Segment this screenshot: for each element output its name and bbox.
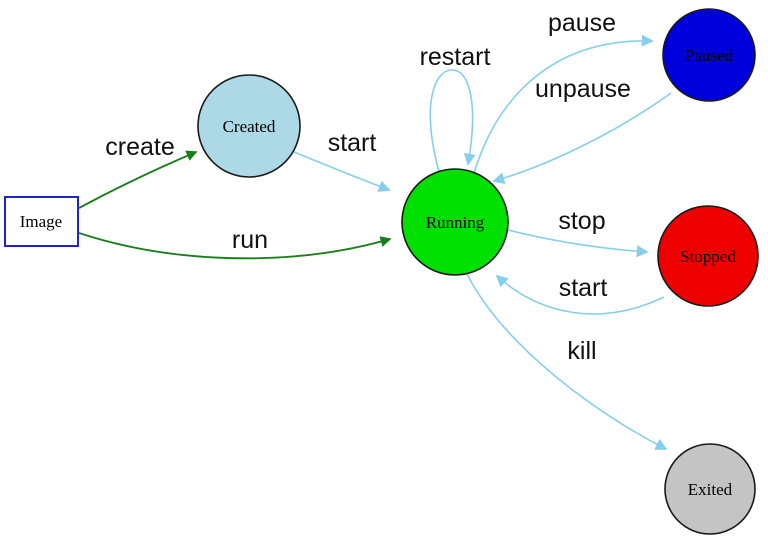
edge-label-start-bottom: start xyxy=(559,274,608,302)
edge-restart-self-loop xyxy=(429,69,476,173)
edge-stop xyxy=(507,229,649,258)
edge-run xyxy=(78,232,392,260)
edge-label-run: run xyxy=(232,226,268,254)
node-running-label: Running xyxy=(426,213,485,232)
edge-label-stop: stop xyxy=(558,207,605,235)
node-stopped: Stopped xyxy=(657,205,759,307)
node-running-shape xyxy=(401,168,509,276)
edge-label-unpause: unpause xyxy=(535,75,631,103)
edge-label-create: create xyxy=(105,133,174,161)
edge-label-start-top: start xyxy=(328,129,377,157)
node-created: Created xyxy=(197,74,301,178)
node-created-shape xyxy=(197,74,301,178)
edge-kill xyxy=(466,273,668,450)
node-exited-shape xyxy=(664,443,756,535)
edge-label-pause: pause xyxy=(548,9,616,37)
node-running: Running xyxy=(401,168,509,276)
edge-create xyxy=(78,150,198,209)
node-stopped-shape xyxy=(657,205,759,307)
node-paused: Paused xyxy=(662,8,756,102)
edge-pause xyxy=(473,34,654,174)
node-image: Image xyxy=(4,196,79,247)
edge-unpause xyxy=(492,92,672,184)
node-created-label: Created xyxy=(223,117,276,136)
node-paused-label: Paused xyxy=(685,46,734,65)
edge-start-stopped-running xyxy=(495,274,665,315)
node-stopped-label: Stopped xyxy=(680,247,736,266)
node-image-label: Image xyxy=(20,212,62,231)
node-exited: Exited xyxy=(664,443,756,535)
edge-label-kill: kill xyxy=(567,337,596,365)
node-exited-label: Exited xyxy=(688,480,733,499)
node-image-shape xyxy=(4,196,79,247)
edge-start-created-running xyxy=(293,151,391,192)
edge-label-restart: restart xyxy=(420,43,491,71)
node-paused-shape xyxy=(662,8,756,102)
